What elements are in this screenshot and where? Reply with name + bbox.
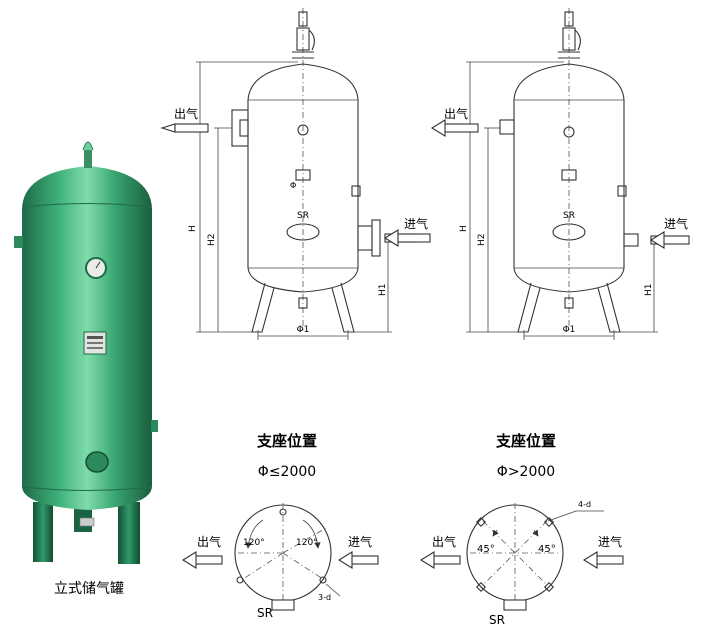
elevation-right-outlet-label: 出气	[444, 106, 468, 121]
plan-right-title: 支座位置	[495, 432, 556, 450]
tank-photo	[14, 141, 158, 564]
dim-h2-right: H2	[477, 234, 487, 247]
pressure-gauge-icon	[85, 257, 107, 279]
dim-h1-left: H1	[378, 284, 388, 297]
nameplate-icon	[83, 331, 107, 355]
plan-left-inlet-label: 进气	[348, 534, 372, 549]
photo-caption: 立式储气罐	[54, 581, 124, 597]
plan-left-outlet-label: 出气	[197, 534, 221, 549]
plan-left-condition: Φ≤2000	[258, 464, 316, 480]
dim-phi-left: Φ	[290, 181, 296, 190]
elevation-left-outlet-label: 出气	[174, 106, 198, 121]
plan-left	[181, 503, 379, 611]
safety-valve-icon	[82, 141, 94, 168]
dim-h-right: H	[459, 225, 469, 232]
dim-sr-left: SR	[297, 211, 309, 221]
elevation-right	[430, 8, 690, 340]
plan-right-sr: SR	[489, 613, 505, 627]
plan-right	[419, 503, 624, 611]
manhole-icon	[85, 451, 109, 473]
plan-right-angle-a: 45°	[477, 544, 495, 555]
plan-left-title: 支座位置	[256, 432, 317, 450]
plan-right-outlet-label: 出气	[432, 534, 456, 549]
plan-right-condition: Φ>2000	[497, 464, 555, 480]
elevation-right-inlet-label: 进气	[664, 216, 688, 231]
plan-right-inlet-label: 进气	[598, 534, 622, 549]
dim-h2-left: H2	[207, 234, 217, 247]
plan-right-angle-b: 45°	[538, 544, 556, 555]
elevation-left-inlet-label: 进气	[404, 216, 428, 231]
plan-left-angle-a: 120°	[243, 538, 265, 548]
tank-leg-right	[118, 502, 140, 564]
dim-sr-right: SR	[563, 211, 575, 221]
dim-h1-right: H1	[644, 284, 654, 297]
elevation-left	[160, 8, 431, 340]
tank-leg-left	[33, 502, 53, 562]
dim-phi1-left: Φ1	[297, 325, 310, 335]
plan-right-holes: 4-d	[578, 500, 591, 509]
plan-left-sr: SR	[257, 606, 273, 620]
dim-phi1-right: Φ1	[563, 325, 576, 335]
plan-left-holes: 3-d	[318, 593, 331, 602]
dim-h-left: H	[188, 225, 198, 232]
plan-left-angle-b: 120°	[296, 538, 318, 548]
